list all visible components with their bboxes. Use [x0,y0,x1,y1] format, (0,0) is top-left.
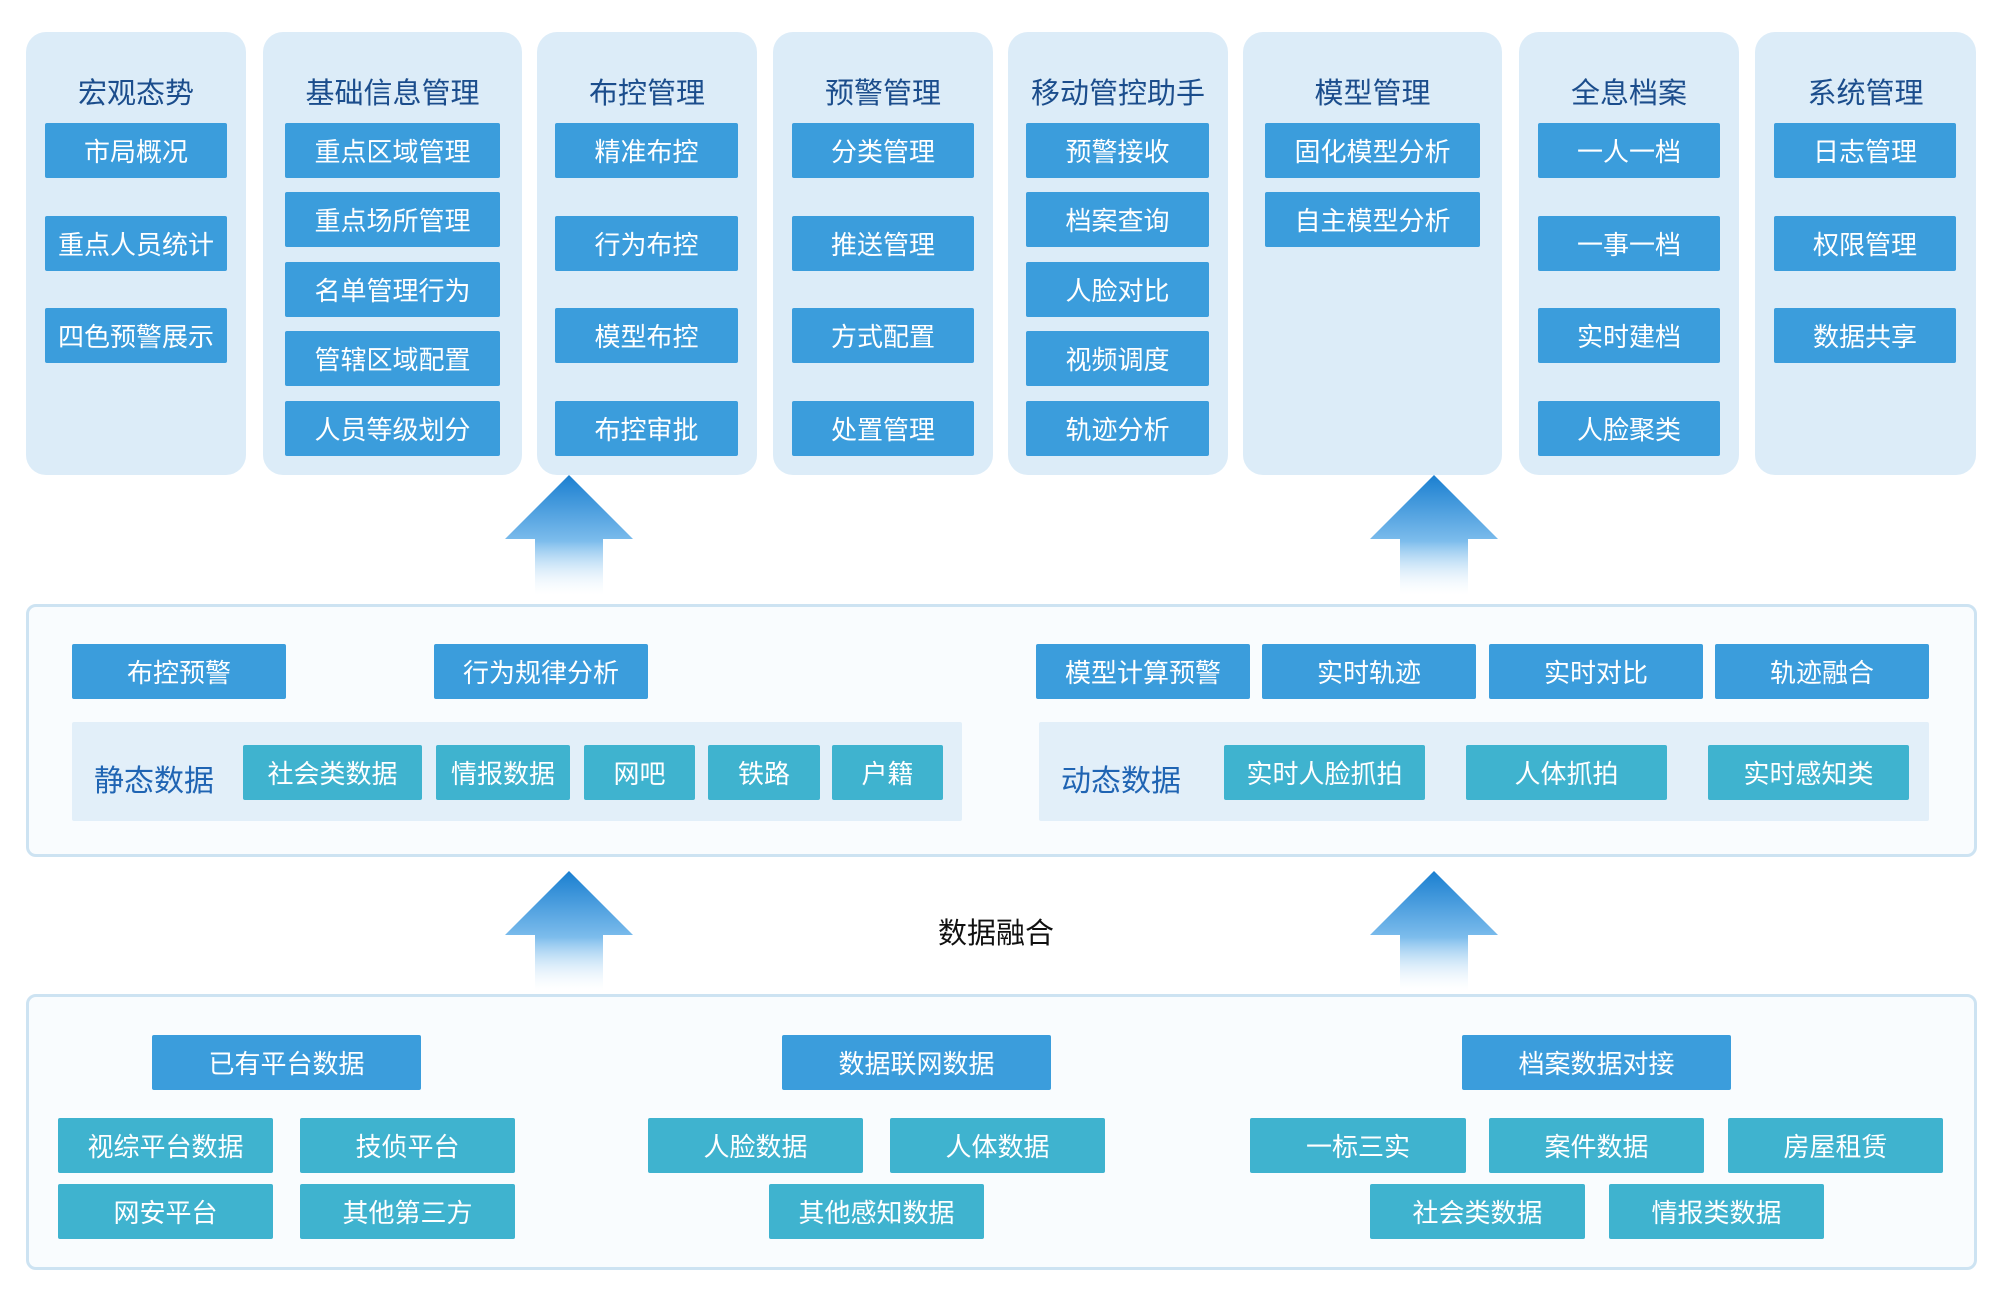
module-title: 布控管理 [588,76,705,110]
static-data-item[interactable]: 铁路 [708,745,820,800]
data-fusion-label: 数据融合 [938,916,1055,950]
module-item-button[interactable]: 视频调度 [1026,331,1209,386]
module-item-button[interactable]: 四色预警展示 [45,308,227,363]
module-item-button[interactable]: 行为布控 [555,216,738,271]
module-item-button[interactable]: 权限管理 [1774,216,1956,271]
up-arrow-icon [505,475,633,595]
source-data-item[interactable]: 案件数据 [1489,1118,1704,1173]
module-title: 移动管控助手 [1030,76,1205,110]
module-item-button[interactable]: 人脸聚类 [1538,401,1720,456]
module-item-button[interactable]: 数据共享 [1774,308,1956,363]
source-data-item[interactable]: 网安平台 [58,1184,273,1239]
module-item-button[interactable]: 布控审批 [555,401,738,456]
module-title: 预警管理 [824,76,941,110]
realtime-trajectory-button[interactable]: 实时轨迹 [1262,644,1476,699]
module-item-button[interactable]: 管辖区域配置 [285,331,500,386]
source-data-item[interactable]: 其他感知数据 [769,1184,984,1239]
module-macro-situation: 宏观态势 市局概况 重点人员统计 四色预警展示 [26,32,246,475]
archive-data-button[interactable]: 档案数据对接 [1462,1035,1731,1090]
module-basic-info: 基础信息管理 重点区域管理 重点场所管理 名单管理行为 管辖区域配置 人员等级划… [263,32,522,475]
module-holographic-archive: 全息档案 一人一档 一事一档 实时建档 人脸聚类 [1519,32,1739,475]
dynamic-data-item[interactable]: 实时感知类 [1708,745,1909,800]
module-alert-management: 预警管理 分类管理 推送管理 方式配置 处置管理 [773,32,993,475]
model-calc-alert-button[interactable]: 模型计算预警 [1036,644,1250,699]
behavior-analysis-button[interactable]: 行为规律分析 [434,644,648,699]
up-arrow-icon [1370,475,1498,595]
source-data-item[interactable]: 人脸数据 [648,1118,863,1173]
module-item-button[interactable]: 模型布控 [555,308,738,363]
up-arrow-icon [1370,871,1498,991]
up-arrow-icon [505,871,633,991]
module-item-button[interactable]: 实时建档 [1538,308,1720,363]
source-data-item[interactable]: 社会类数据 [1370,1184,1585,1239]
module-item-button[interactable]: 精准布控 [555,123,738,178]
module-item-button[interactable]: 推送管理 [792,216,974,271]
module-title: 宏观态势 [77,76,194,110]
existing-platform-data-button[interactable]: 已有平台数据 [152,1035,421,1090]
dynamic-data-title: 动态数据 [1061,764,1181,799]
deploy-alert-button[interactable]: 布控预警 [72,644,286,699]
module-deploy-control: 布控管理 精准布控 行为布控 模型布控 布控审批 [537,32,757,475]
module-item-button[interactable]: 重点人员统计 [45,216,227,271]
static-data-title: 静态数据 [94,764,214,799]
source-data-item[interactable]: 技侦平台 [300,1118,515,1173]
static-data-item[interactable]: 情报数据 [436,745,570,800]
module-item-button[interactable]: 重点区域管理 [285,123,500,178]
dynamic-data-item[interactable]: 实时人脸抓拍 [1224,745,1425,800]
source-data-item[interactable]: 视综平台数据 [58,1118,273,1173]
realtime-compare-button[interactable]: 实时对比 [1489,644,1703,699]
module-item-button[interactable]: 一事一档 [1538,216,1720,271]
module-mobile-assistant: 移动管控助手 预警接收 档案查询 人脸对比 视频调度 轨迹分析 [1008,32,1228,475]
module-item-button[interactable]: 轨迹分析 [1026,401,1209,456]
module-item-button[interactable]: 预警接收 [1026,123,1209,178]
module-item-button[interactable]: 人脸对比 [1026,262,1209,317]
module-title: 模型管理 [1314,76,1431,110]
module-item-button[interactable]: 固化模型分析 [1265,123,1480,178]
module-item-button[interactable]: 处置管理 [792,401,974,456]
source-data-item[interactable]: 情报类数据 [1609,1184,1824,1239]
source-data-item[interactable]: 其他第三方 [300,1184,515,1239]
trajectory-fusion-button[interactable]: 轨迹融合 [1715,644,1929,699]
source-data-item[interactable]: 一标三实 [1250,1118,1466,1173]
module-title: 全息档案 [1570,76,1687,110]
module-title: 系统管理 [1807,76,1924,110]
dynamic-data-item[interactable]: 人体抓拍 [1466,745,1667,800]
module-item-button[interactable]: 自主模型分析 [1265,192,1480,247]
module-item-button[interactable]: 日志管理 [1774,123,1956,178]
module-item-button[interactable]: 一人一档 [1538,123,1720,178]
module-system-management: 系统管理 日志管理 权限管理 数据共享 [1755,32,1976,475]
module-item-button[interactable]: 名单管理行为 [285,262,500,317]
module-item-button[interactable]: 人员等级划分 [285,401,500,456]
source-data-item[interactable]: 房屋租赁 [1728,1118,1943,1173]
module-model-management: 模型管理 固化模型分析 自主模型分析 [1243,32,1502,475]
source-data-item[interactable]: 人体数据 [890,1118,1105,1173]
module-item-button[interactable]: 分类管理 [792,123,974,178]
module-item-button[interactable]: 市局概况 [45,123,227,178]
static-data-item[interactable]: 社会类数据 [243,745,422,800]
module-title: 基础信息管理 [305,76,480,110]
module-item-button[interactable]: 方式配置 [792,308,974,363]
module-item-button[interactable]: 重点场所管理 [285,192,500,247]
static-data-item[interactable]: 户籍 [832,745,943,800]
static-data-item[interactable]: 网吧 [584,745,695,800]
networked-data-button[interactable]: 数据联网数据 [782,1035,1051,1090]
module-item-button[interactable]: 档案查询 [1026,192,1209,247]
